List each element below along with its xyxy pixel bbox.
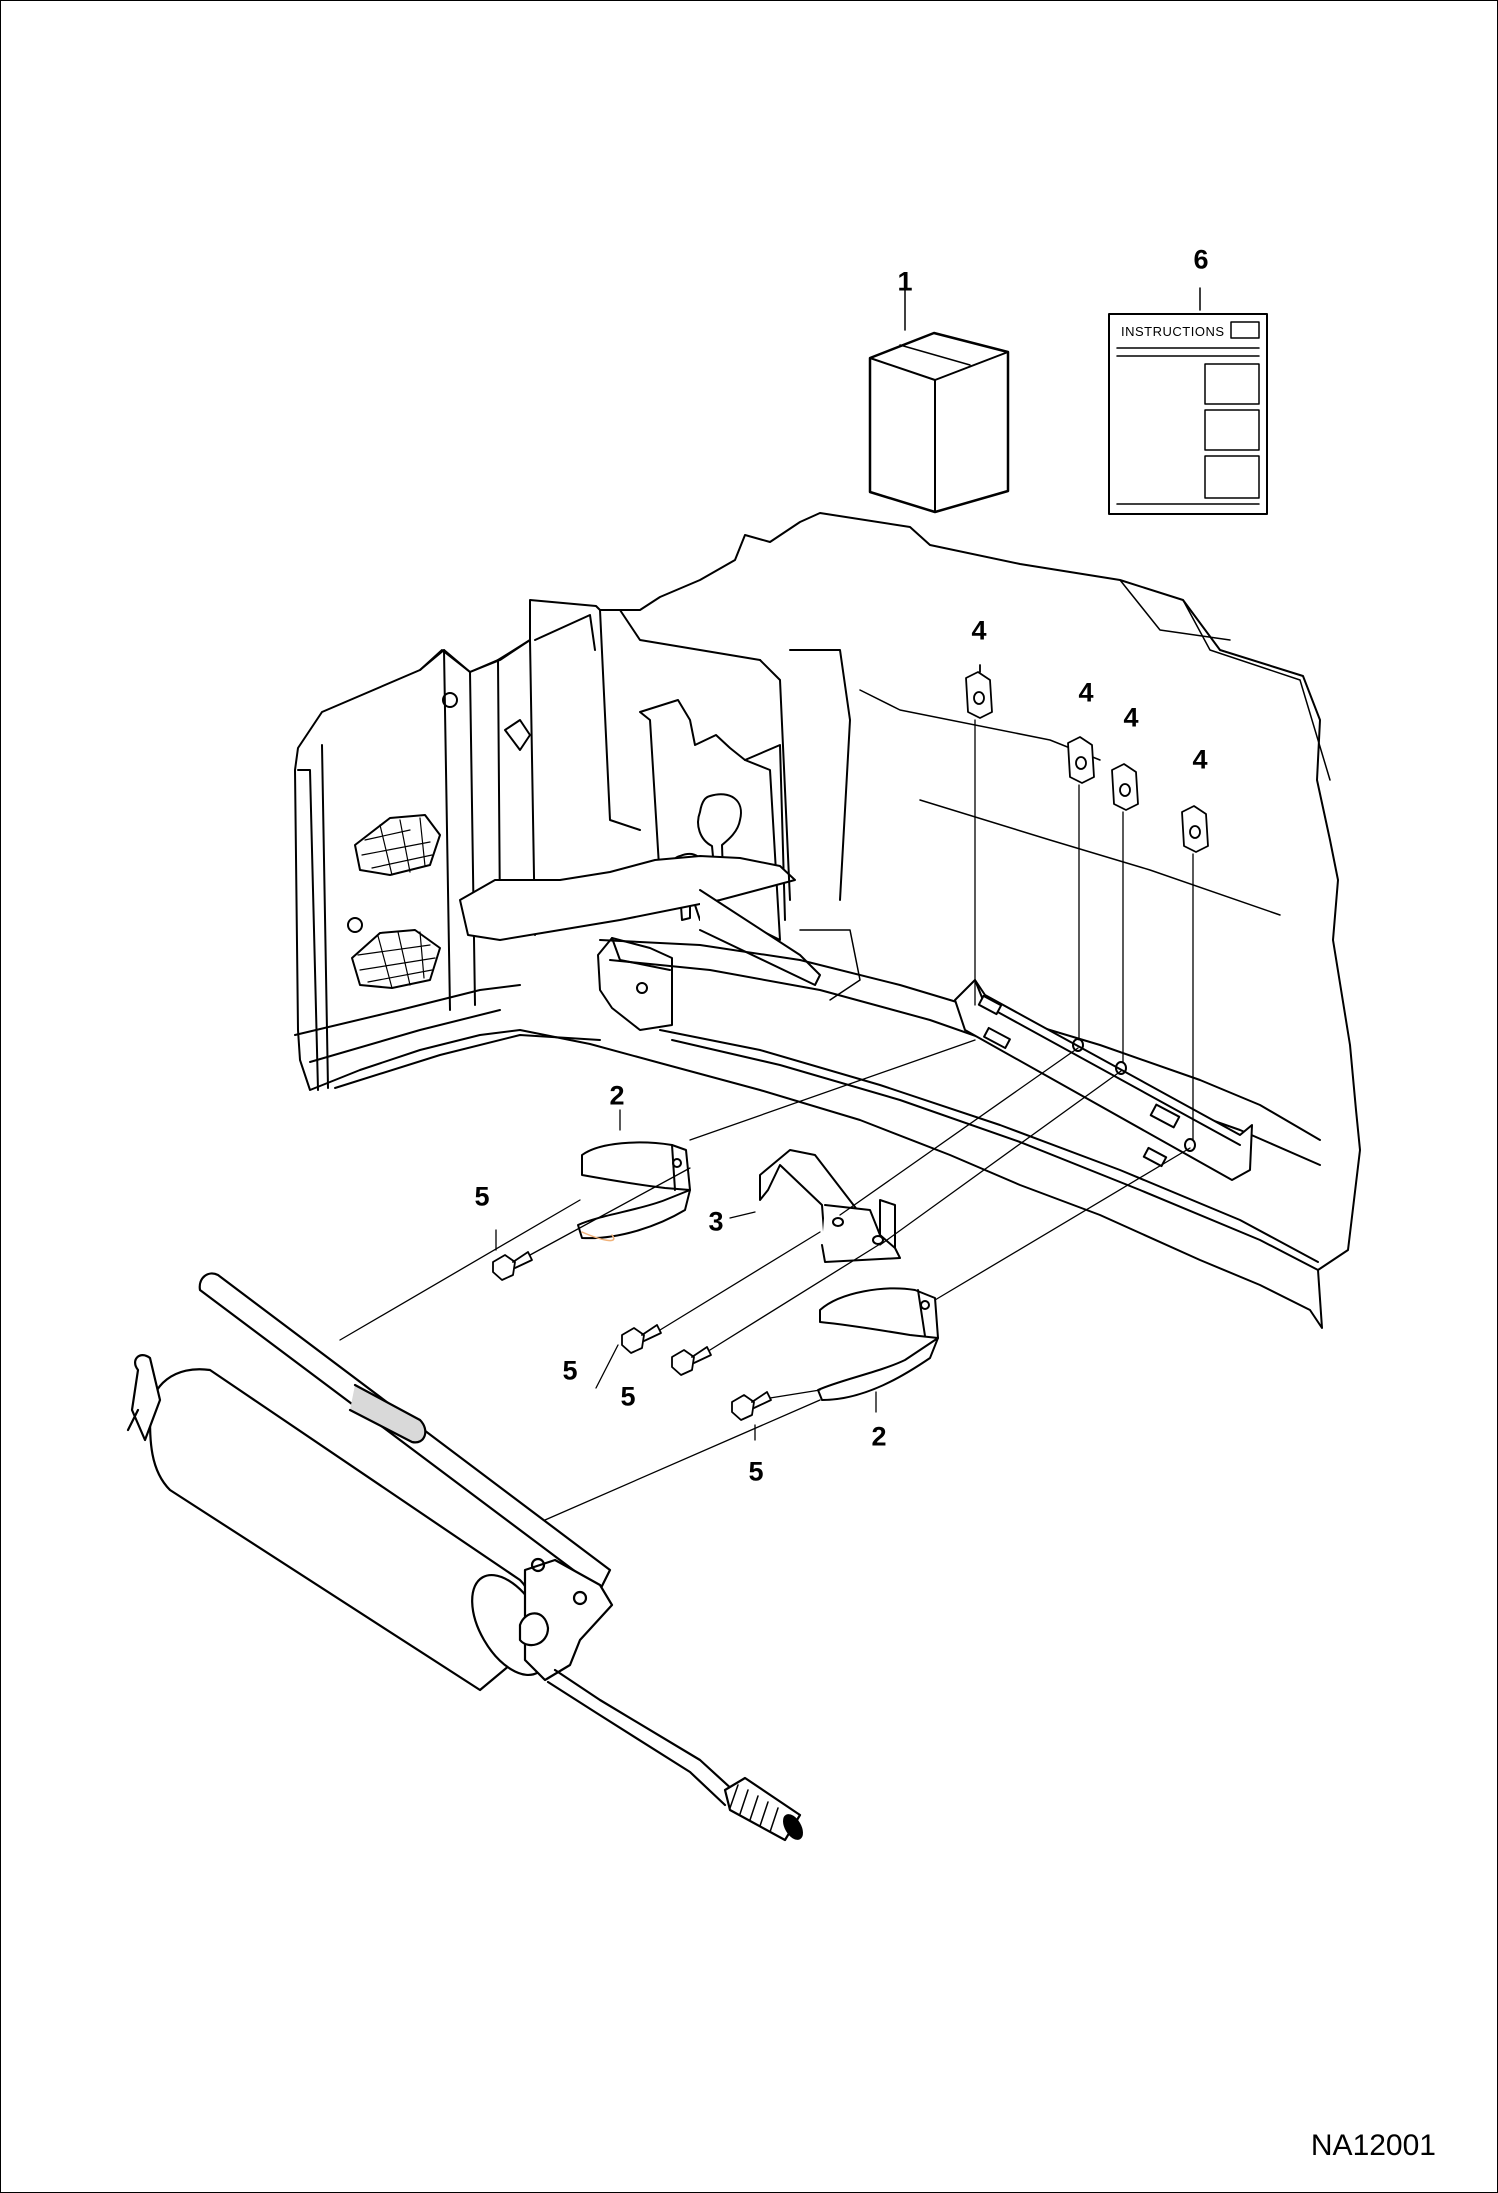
bolt-parts (492, 1167, 881, 1441)
leader-lines (339, 1039, 1191, 1521)
bolt-1 (492, 1251, 533, 1281)
bolt-4 (731, 1391, 772, 1421)
callout-item-1: 1 (897, 266, 913, 297)
bolt-3 (671, 1346, 712, 1376)
box-part (868, 289, 1010, 514)
clip-upper-left (577, 1141, 691, 1242)
j-nut-4 (1181, 805, 1209, 853)
j-nut-1 (965, 664, 993, 719)
instruction-sheet-label: INSTRUCTIONS (1121, 324, 1225, 339)
callout-item-4: 4 (1078, 677, 1094, 708)
figure-id: NA12001 (1310, 2129, 1436, 2162)
callout-item-5: 5 (474, 1181, 490, 1212)
bracket-part (759, 1149, 901, 1263)
callout-item-5: 5 (562, 1355, 578, 1386)
callout-item-6: 6 (1193, 244, 1209, 275)
j-nut-2 (1067, 736, 1095, 784)
machine-frame (294, 512, 1361, 1329)
callout-item-2: 2 (609, 1080, 625, 1111)
callout-item-5: 5 (620, 1381, 636, 1412)
callout-item-4: 4 (1123, 702, 1139, 733)
callout-item-4: 4 (971, 615, 987, 646)
callout-item-2: 2 (871, 1421, 887, 1452)
callout-item-3: 3 (708, 1206, 724, 1237)
callout-item-4: 4 (1192, 744, 1208, 775)
grease-gun (126, 1272, 803, 1842)
callout-item-5: 5 (748, 1456, 764, 1487)
j-nut-3 (1111, 763, 1139, 811)
j-nut-parts (965, 664, 1209, 1141)
instruction-sheet (1108, 287, 1268, 515)
mounting-rail (954, 979, 1253, 1181)
bolt-2 (621, 1324, 662, 1354)
clip-lower-right (817, 1287, 939, 1401)
